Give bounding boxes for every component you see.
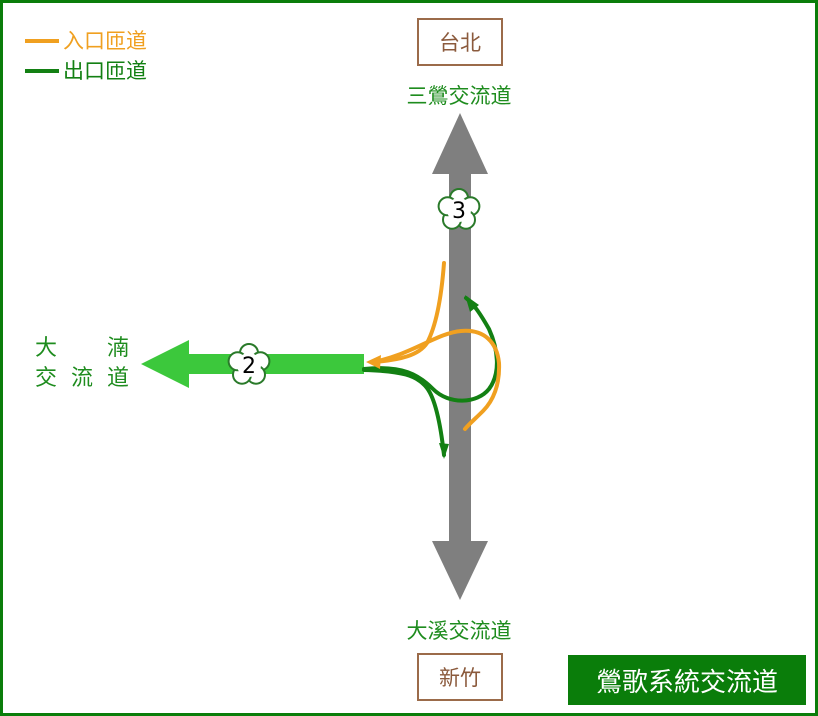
entrance-ramp-loop-west-to-south: [371, 328, 502, 431]
freeway-2-shaft: [188, 354, 364, 374]
legend-exit-label: 出口匝道: [63, 59, 147, 83]
freeway-2-number: 2: [242, 354, 256, 379]
freeway-2-shield: 2: [227, 343, 271, 385]
north-interchange-label: 三鶯交流道: [406, 84, 512, 108]
south-destination-box: 新竹: [417, 653, 503, 701]
freeway-3-number: 3: [452, 199, 466, 224]
west-arrow-head-icon: [141, 340, 189, 388]
west-interchange-line2: 交流道: [35, 366, 129, 391]
map-drawing: 3 2: [141, 113, 502, 600]
exit-ramp-loop-arrow-icon: [465, 295, 479, 312]
west-interchange-line1: 大湳: [35, 336, 129, 361]
entrance-ramp-north-to-west: [371, 261, 446, 364]
freeway-3-shaft: [449, 169, 471, 549]
legend-entrance-swatch: [25, 39, 59, 43]
entrance-ramps: [366, 261, 502, 431]
plum-blossom-shield-icon: [227, 343, 271, 385]
exit-ramps: [362, 295, 499, 459]
exit-ramp-arrow-icon: [439, 443, 449, 459]
plum-blossom-shield-icon: [437, 188, 481, 230]
legend-exit: 出口匝道: [25, 59, 147, 83]
legend-entrance: 入口匝道: [25, 29, 147, 53]
freeway-3-shield: 3: [437, 188, 481, 230]
legend-entrance-label: 入口匝道: [63, 29, 147, 53]
south-arrow-head-icon: [432, 541, 488, 600]
exit-ramp-loop-west-to-north: [362, 296, 499, 403]
south-interchange-label: 大溪交流道: [406, 619, 512, 643]
north-arrow-head-icon: [432, 113, 488, 174]
interchange-title: 鶯歌系統交流道: [568, 655, 806, 705]
north-destination-box: 台北: [417, 18, 503, 66]
legend-exit-swatch: [25, 69, 59, 73]
exit-ramp-south-to-west: [362, 368, 446, 457]
freeway-3-road: [432, 113, 488, 600]
